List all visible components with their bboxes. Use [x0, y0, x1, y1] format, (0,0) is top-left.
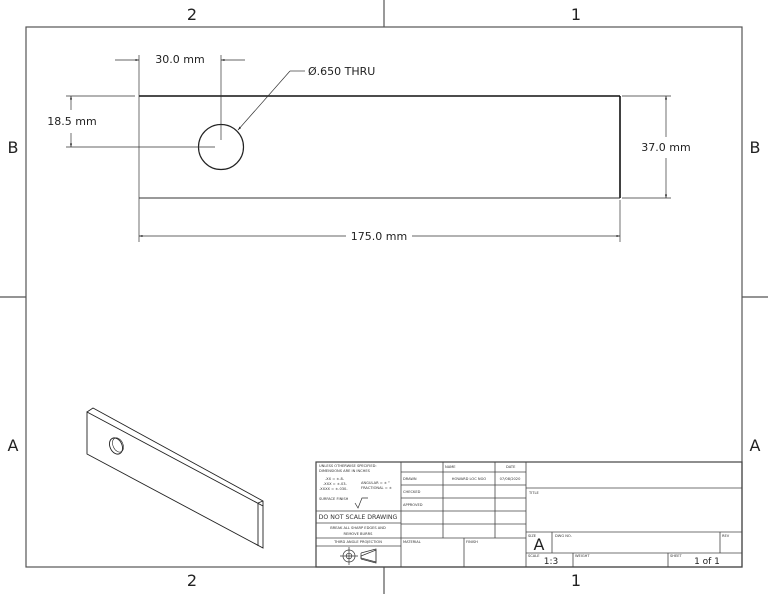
rev-label: REV: [722, 534, 730, 538]
row-approved-label: APPROVED: [403, 503, 423, 507]
row-drawn-name: HOWARD LOC NGO: [452, 477, 487, 481]
weight-label: WEIGHT: [575, 554, 590, 558]
front-view[interactable]: 30.0 mm 18.5 mm Ø.650 THRU 37.0 mm: [47, 53, 690, 243]
zone-right-b: B: [750, 138, 761, 157]
title-block: UNLESS OTHERWISE SPECIFIED: DIMENSIONS A…: [315, 461, 743, 568]
surface-finish-icon: [354, 497, 368, 509]
zone-labels: 2 1 2 1 B A B A: [8, 5, 761, 590]
dim-height[interactable]: 37.0 mm: [622, 95, 691, 199]
tol-fractional: FRACTIONAL = ±: [361, 486, 392, 490]
iso-hole: [109, 437, 123, 455]
zone-bottom-2: 2: [187, 571, 197, 590]
dim-hole-y[interactable]: 18.5 mm: [47, 95, 215, 148]
tol-note-line2: DIMENSIONS ARE IN INCHES: [319, 469, 371, 473]
row-checked-label: CHECKED: [403, 490, 421, 494]
hole-callout[interactable]: Ø.650 THRU: [237, 65, 375, 131]
header-date: DATE: [506, 465, 516, 469]
iso-front-face: [86, 411, 264, 549]
dim-length[interactable]: 175.0 mm: [139, 200, 621, 243]
tol-angular: ANGULAR = ± °: [361, 481, 390, 485]
zone-bottom-1: 1: [571, 571, 581, 590]
dim-hole-y-label: 18.5 mm: [47, 115, 96, 128]
row-drawn-date: 07/08/2020: [500, 477, 521, 481]
sheet-value: 1 of 1: [694, 557, 720, 567]
third-angle-projection-icon: [340, 547, 377, 565]
material-label: MATERIAL: [403, 540, 421, 544]
isometric-view[interactable]: [86, 407, 264, 549]
zone-left-a: A: [8, 436, 19, 455]
break-edges-note-2: REMOVE BURRS: [344, 532, 374, 536]
tol-xx: .XX = ±.8-: [325, 477, 345, 481]
iso-top-face: [86, 407, 264, 506]
zone-top-1: 1: [571, 5, 581, 24]
dim-height-label: 37.0 mm: [641, 141, 690, 154]
hole-callout-label: Ø.650 THRU: [308, 65, 375, 78]
title-label: TITLE: [528, 491, 539, 495]
header-name: NAME: [445, 465, 456, 469]
size-label: SIZE: [528, 534, 537, 538]
zone-left-b: B: [8, 138, 19, 157]
row-drawn-label: DRAWN: [403, 477, 417, 481]
scale-label: SCALE: [528, 554, 540, 558]
dim-hole-x-label: 30.0 mm: [155, 53, 204, 66]
tol-xxxx: .XXXX = ±.030-: [319, 487, 348, 491]
dwg-no-label: DWG NO.: [555, 534, 572, 538]
dim-length-label: 175.0 mm: [351, 230, 407, 243]
dim-hole-x[interactable]: 30.0 mm: [115, 53, 245, 140]
tol-note-line1: UNLESS OTHERWISE SPECIFIED:: [319, 464, 377, 468]
do-not-scale-note: DO NOT SCALE DRAWING: [319, 514, 398, 521]
zone-top-2: 2: [187, 5, 197, 24]
break-edges-note-1: BREAK ALL SHARP EDGES AND: [330, 526, 386, 530]
scale-value: 1:3: [544, 557, 558, 567]
surface-finish-label: SURFACE FINISH: [319, 497, 349, 501]
tol-xxx: .XXX = ±.03-: [323, 482, 348, 486]
projection-label: THIRD ANGLE PROJECTION: [333, 540, 382, 544]
zone-right-a: A: [750, 436, 761, 455]
finish-label: FINISH: [466, 540, 478, 544]
size-value: A: [534, 535, 545, 554]
sheet-label: SHEET: [670, 554, 683, 558]
